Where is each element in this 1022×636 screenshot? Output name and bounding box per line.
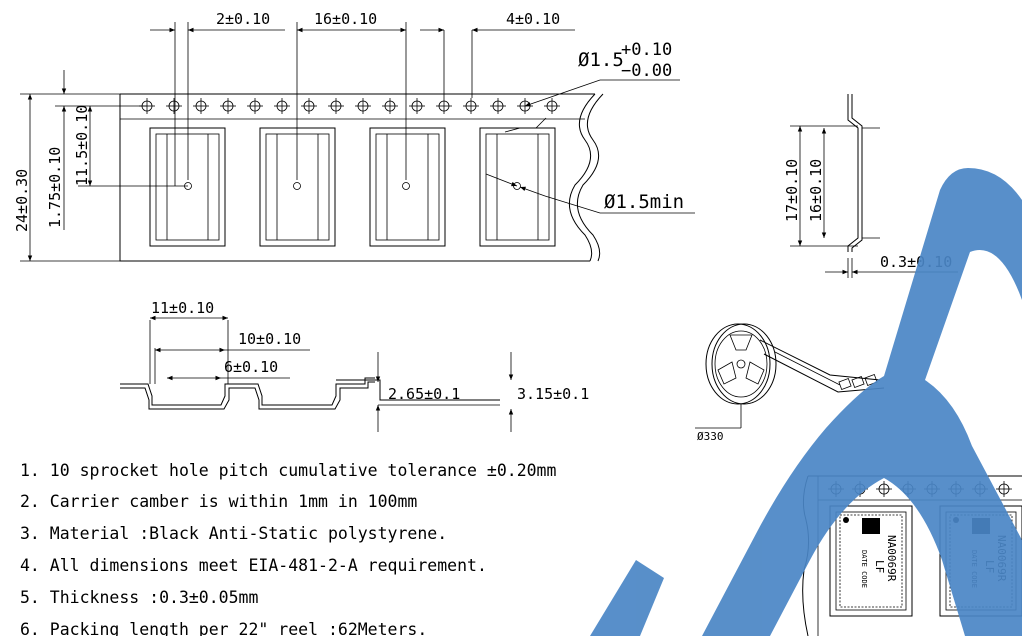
dim-profile-11: 11±0.10 [151,299,214,317]
dim-width-24: 24±0.30 [13,169,31,232]
dim-hole-dia: Ø1.5 [578,49,624,71]
chip-1-suffix: LF [873,560,886,573]
chip-1-part: NA0069R [885,535,898,582]
watermark-stroke [702,168,1022,636]
dim-hole-tol-minus: −0.00 [621,61,672,81]
tape-side-profile: 11±0.10 10±0.10 6±0.10 2.65±0.1 3.15±0.1 [120,299,589,432]
dim-pitch-16: 16±0.10 [314,10,377,28]
note-3: 3. Material :Black Anti-Static polystyre… [20,524,447,543]
watermark [590,168,1022,636]
chip-1-date-code: DATE CODE [860,550,868,588]
dim-pocket-16: 16±0.10 [807,159,825,222]
pockets [149,127,556,247]
dim-depth-315: 3.15±0.1 [517,385,589,403]
pocket-cross-section: 17±0.10 16±0.10 0.3±0.10 [783,94,958,278]
dim-center-115: 11.5±0.10 [73,105,91,186]
dim-hole-tol-plus: +0.10 [621,40,672,60]
note-1: 1. 10 sprocket hole pitch cumulative tol… [20,461,556,480]
note-5: 5. Thickness :0.3±0.05mm [20,588,258,607]
watermark-stroke-left [590,560,664,636]
dim-center-hole: Ø1.5min [604,191,684,213]
dim-depth-265: 2.65±0.1 [388,385,460,403]
chip-1: NA0069R LF DATE CODE [829,505,913,617]
note-2: 2. Carrier camber is within 1mm in 100mm [20,492,417,511]
dim-reel-dia: Ø330 [697,430,724,443]
dim-gap-2: 2±0.10 [216,10,270,28]
dim-profile-10: 10±0.10 [238,330,301,348]
tape-top-view: 2±0.10 16±0.10 4±0.10 Ø1.5 +0.10 −0.00 Ø… [13,10,695,262]
dim-profile-6: 6±0.10 [224,358,278,376]
note-6: 6. Packing length per 22" reel :62Meters… [20,620,427,636]
notes: 1. 10 sprocket hole pitch cumulative tol… [20,461,556,636]
dim-edge-175: 1.75±0.10 [46,147,64,228]
dim-pitch-4: 4±0.10 [506,10,560,28]
dim-pocket-17: 17±0.10 [783,159,801,222]
note-4: 4. All dimensions meet EIA-481-2-A requi… [20,556,487,575]
sprocket-holes [138,97,561,115]
